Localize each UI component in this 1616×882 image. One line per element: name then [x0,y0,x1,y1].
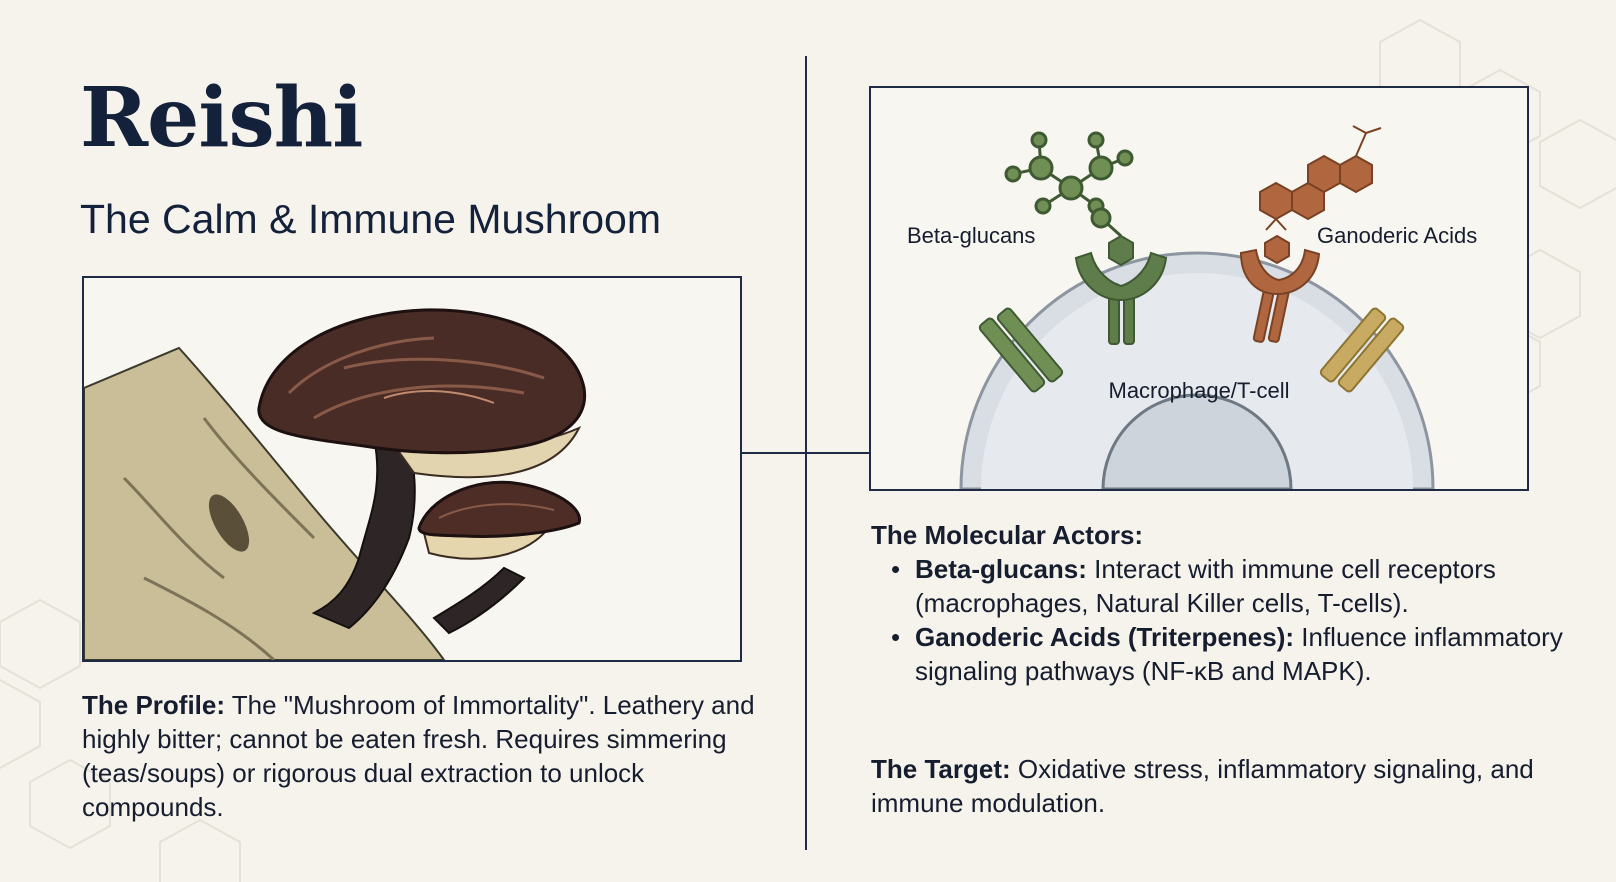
profile-paragraph: The Profile: The "Mushroom of Immortalit… [82,688,782,824]
ganoderic-acids-label: Ganoderic Acids [1317,223,1477,248]
molecular-actors-heading: The Molecular Actors: [871,520,1144,550]
target-paragraph: The Target: Oxidative stress, inflammato… [871,752,1551,820]
molecular-diagram-frame: Macrophage/T-cell [869,86,1529,491]
receptor-left [978,307,1064,393]
macrophage-label: Macrophage/T-cell [1109,378,1290,403]
target-label: The Target: [871,754,1011,784]
reishi-mushroom-illustration [84,308,587,660]
profile-label: The Profile: [82,690,226,720]
page-title: Reishi [80,70,363,166]
beta-glucan-receptor [1074,234,1168,345]
profile-text: The "Mushroom of Immortality". Leathery … [82,690,755,822]
list-item-beta-glucans: Beta-glucans: Interact with immune cell … [891,552,1571,620]
cell-nucleus [1101,393,1293,489]
molecular-actors-list: Beta-glucans: Interact with immune cell … [871,552,1571,688]
actor-text: Influence inflammatory signaling pathway… [915,622,1563,686]
actor-text: Interact with immune cell receptors (mac… [915,554,1496,618]
beta-glucan-molecule [1004,131,1134,238]
connector-line [742,452,869,454]
reishi-illustration-frame [82,276,742,662]
actor-term: Beta-glucans: [915,554,1087,584]
receptor-right [1319,307,1405,393]
beta-glucans-label: Beta-glucans [907,223,1035,248]
molecular-actors-section: The Molecular Actors: Beta-glucans: Inte… [871,518,1571,688]
list-item-ganoderic-acids: Ganoderic Acids (Triterpenes): Influence… [891,620,1571,688]
page-subtitle: The Calm & Immune Mushroom [80,196,662,242]
molecular-diagram: Macrophage/T-cell [907,125,1477,489]
ganoderic-receptor [1239,234,1321,343]
actor-term: Ganoderic Acids (Triterpenes): [915,622,1295,652]
ganoderic-acid-molecule [1259,125,1382,231]
target-text: Oxidative stress, inflammatory signaling… [871,754,1534,818]
